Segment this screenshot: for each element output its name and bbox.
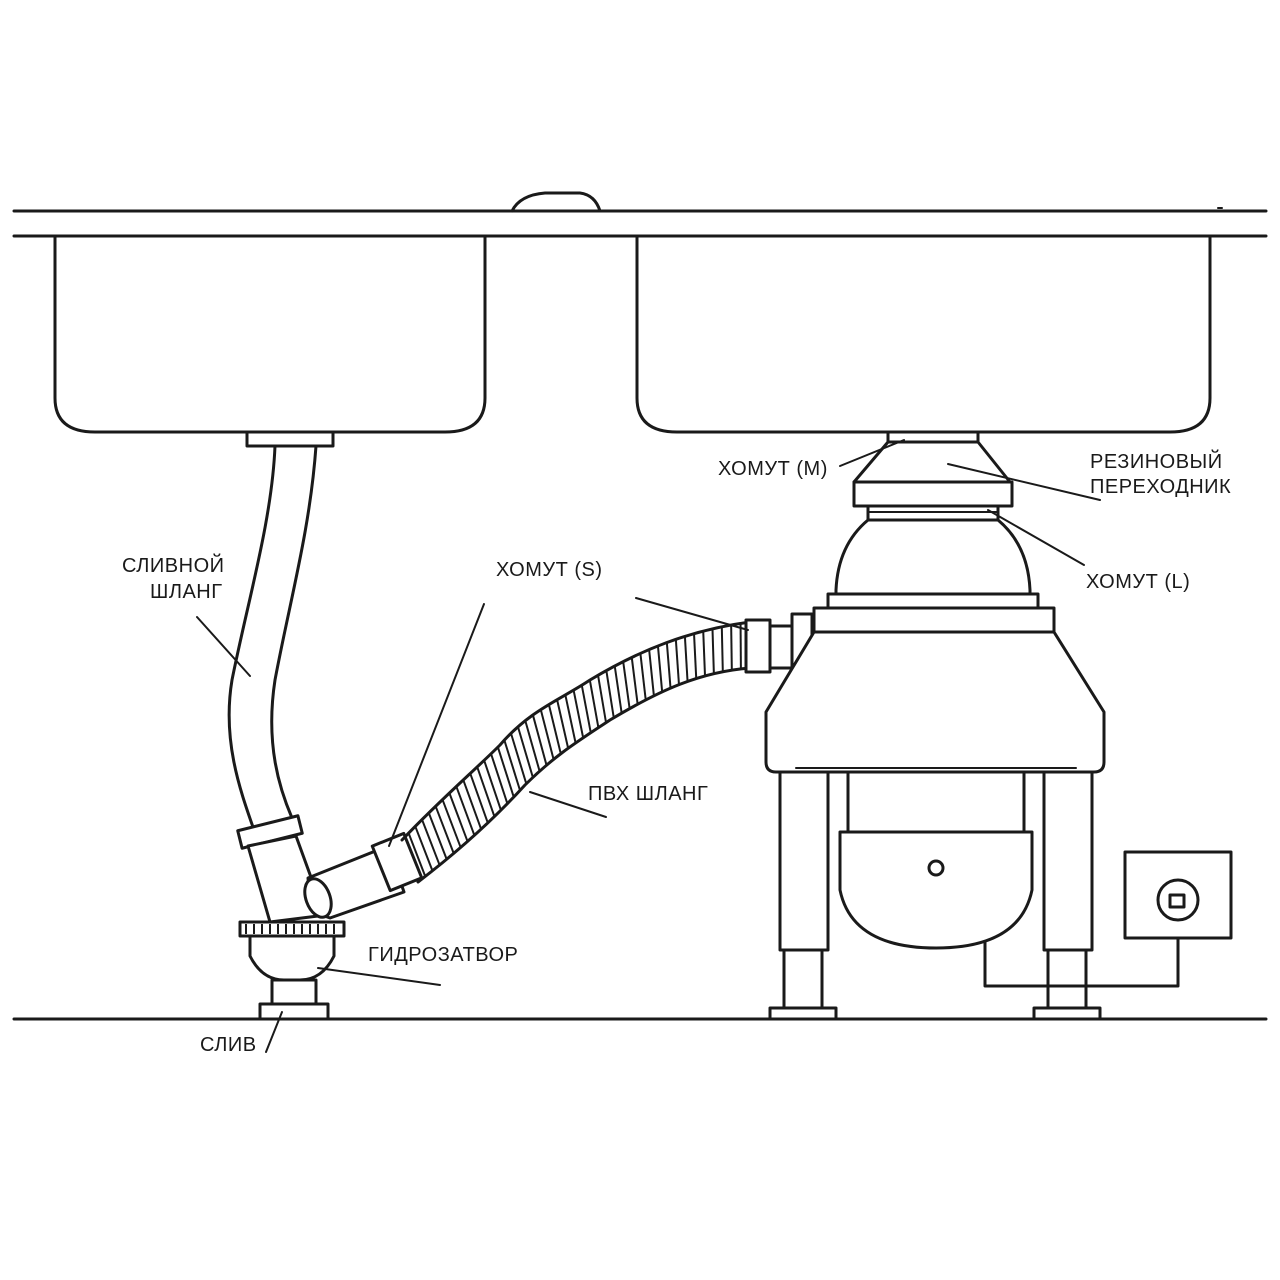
pvc-hose-rib xyxy=(683,636,689,682)
pvc-corrugated-hose xyxy=(400,620,752,884)
label-rubber-adapter-line1: РЕЗИНОВЫЙ xyxy=(1090,449,1223,473)
disposer-leg-right xyxy=(1032,770,1102,1021)
pvc-hose-rib xyxy=(455,786,476,836)
label-pvc-hose: ПВХ ШЛАНГ xyxy=(588,783,708,805)
pvc-hose-rib xyxy=(539,709,555,760)
disposer-motor-housing xyxy=(838,770,1034,950)
disposer-leg-left xyxy=(768,770,838,1021)
label-clamp-l: ХОМУТ (L) xyxy=(1086,571,1190,593)
disposer-body xyxy=(764,630,1106,774)
outlet-connector xyxy=(768,624,794,670)
pvc-hose-rib xyxy=(588,679,600,728)
pvc-hose-rib xyxy=(702,631,707,676)
pvc-hose-rib xyxy=(469,773,489,824)
pvc-hose-rib xyxy=(503,739,521,791)
pvc-hose-rib xyxy=(556,699,570,749)
pvc-hose-rib xyxy=(665,642,672,689)
pvc-hose-rib xyxy=(496,746,515,798)
pvc-hose-rib xyxy=(693,633,698,679)
pvc-hose-rib xyxy=(476,766,496,817)
left-sink-bowl xyxy=(53,234,487,434)
left-sink-outlet xyxy=(245,430,335,448)
label-drain-hose-line2: ШЛАНГ xyxy=(150,581,223,603)
pvc-hose-rib xyxy=(434,805,455,854)
trap-assembly xyxy=(238,920,346,1021)
pvc-hose-rib xyxy=(622,661,631,709)
clamp-s-part xyxy=(370,831,424,893)
pvc-hose-rib xyxy=(531,714,548,766)
label-clamp-m: ХОМУТ (M) xyxy=(718,458,828,480)
pvc-hose-rib xyxy=(605,670,615,718)
pvc-hose-rib xyxy=(648,649,655,696)
reset-button xyxy=(927,859,945,877)
label-trap: ГИДРОЗАТВОР xyxy=(368,944,518,966)
pvc-hose-rib xyxy=(674,639,680,685)
disposer-collar xyxy=(826,592,1040,610)
pvc-hose-rib xyxy=(462,779,483,830)
pvc-hose-rib xyxy=(407,832,427,877)
pvc-hose-rib xyxy=(483,760,502,811)
power-cord xyxy=(983,906,1180,988)
pvc-hose-rib xyxy=(421,819,441,866)
label-clamp-s: ХОМУТ (S) xyxy=(496,559,603,581)
pvc-hose-rib xyxy=(711,628,715,674)
pvc-hose-rib xyxy=(547,704,562,754)
drain-hose xyxy=(227,444,318,832)
pvc-hose-rib xyxy=(524,720,541,772)
label-drain-hose-line1: СЛИВНОЙ xyxy=(122,553,225,577)
pvc-hose-rib xyxy=(564,694,577,744)
disposer-dome xyxy=(834,518,1032,596)
pvc-hose-ribs xyxy=(407,623,742,877)
pvc-hose-rib xyxy=(597,675,608,723)
pvc-hose-rib xyxy=(516,726,534,778)
label-rubber-adapter-line2: ПЕРЕХОДНИК xyxy=(1090,476,1231,498)
pvc-hose-rib xyxy=(572,689,585,739)
pvc-hose-rib xyxy=(448,792,469,842)
pvc-hose-rib xyxy=(580,685,592,733)
right-sink-bowl xyxy=(635,234,1212,434)
countertop xyxy=(12,191,1268,238)
pvc-hose-rib xyxy=(490,753,509,804)
pvc-hose-rib xyxy=(613,665,623,714)
leader-lines xyxy=(196,439,1101,1053)
pvc-hose-rib xyxy=(441,799,462,848)
power-socket xyxy=(1123,850,1233,940)
label-drain: СЛИВ xyxy=(200,1034,257,1056)
pvc-hose-rib xyxy=(730,624,733,671)
pvc-hose-rib xyxy=(414,825,434,872)
pvc-hose-rib xyxy=(639,653,647,701)
pvc-hose-rib xyxy=(720,626,724,672)
pvc-hose-rib xyxy=(656,645,664,692)
outlet-clamp xyxy=(744,618,772,674)
pvc-hose-rib xyxy=(510,732,528,785)
pvc-hose-rib xyxy=(427,812,448,860)
pvc-hose-rib xyxy=(630,657,639,705)
disposer-top-coupling xyxy=(852,430,1014,522)
